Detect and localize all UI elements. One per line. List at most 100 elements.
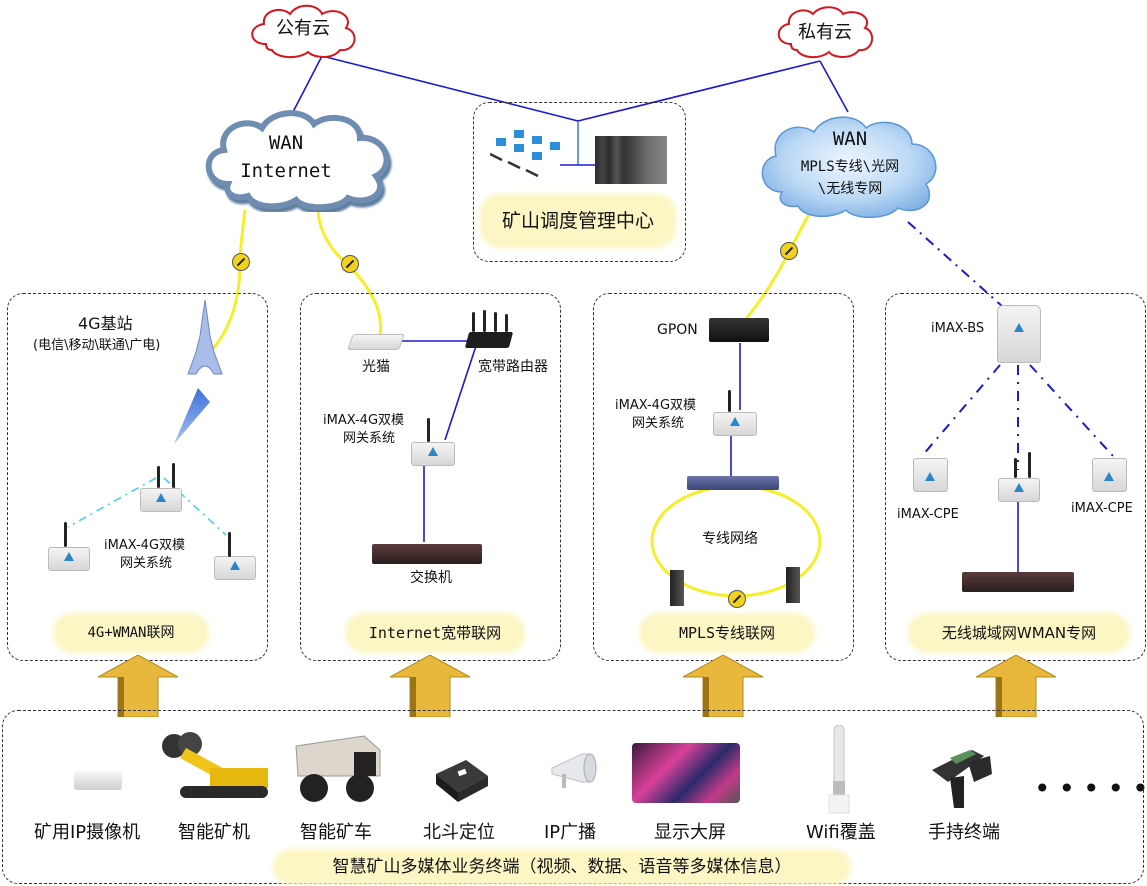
antenna-icon — [505, 314, 508, 332]
antenna-icon — [483, 310, 486, 332]
link-private-cloud-center — [577, 60, 821, 122]
modem-label: 光猫 — [362, 359, 390, 375]
panel-4g-wman-label: 4G+WMAN联网 — [56, 616, 206, 650]
gateway-label: iMAX-4G双模 — [615, 398, 697, 413]
antenna-icon — [64, 522, 67, 547]
display-screen-icon — [632, 743, 740, 803]
wan-internet-cloud-icon — [205, 110, 390, 211]
terminals-panel — [2, 710, 1144, 884]
fiber-connector-icon — [780, 242, 798, 260]
gateway-device-icon — [140, 488, 182, 512]
antenna-icon — [1028, 452, 1031, 478]
gateway-device-icon — [411, 442, 455, 466]
mining-truck-icon — [295, 735, 381, 802]
terminal-label: 智能矿车 — [300, 822, 372, 843]
gateway-device-icon — [713, 412, 757, 436]
terminal-label: 矿用IP摄像机 — [34, 822, 141, 843]
beidou-locator-icon — [436, 760, 488, 802]
panel-wman-label: 无线城域网WMAN专网 — [911, 616, 1127, 650]
bs-label: iMAX-BS — [931, 321, 985, 336]
gateway-label: iMAX-4G双模 — [104, 538, 186, 553]
wan-internet-title: WAN — [268, 132, 304, 154]
cell-tower-icon — [187, 300, 223, 375]
wan-mpls-line2: \无线专网 — [817, 181, 883, 197]
gateway-device-icon — [214, 556, 256, 580]
terminal-label: 智能矿机 — [178, 822, 250, 843]
terminal-label: 手持终端 — [928, 822, 1000, 843]
optical-modem-icon — [347, 334, 405, 350]
link-router-gateway — [444, 345, 477, 441]
private-cloud-icon — [777, 6, 874, 58]
workstations-icon — [490, 130, 560, 178]
wan-mpls-cloud-icon — [761, 116, 937, 218]
terminal-label: 显示大屏 — [654, 822, 726, 843]
control-center-panel — [473, 102, 686, 262]
cpe-left-label: iMAX-CPE — [897, 507, 959, 522]
gateway-label: 网关系统 — [120, 556, 173, 571]
private-cloud-label: 私有云 — [798, 22, 852, 43]
wireless-bs-cpe-left — [921, 364, 1001, 457]
antenna-icon — [427, 418, 430, 442]
signal-beam-icon — [174, 388, 210, 444]
ip-camera-icon — [74, 770, 122, 790]
ip-speaker-icon — [551, 753, 597, 788]
wan-mpls-line1: MPLS专线\光网 — [800, 159, 900, 175]
link-public-cloud-center — [321, 55, 579, 122]
terminal-label: IP广播 — [544, 822, 597, 843]
industrial-switch-icon — [786, 567, 800, 603]
core-switch-icon — [687, 476, 779, 490]
server-rack-icon — [595, 136, 667, 184]
router-icon — [464, 332, 514, 348]
panel-mpls-label: MPLS专线联网 — [642, 616, 812, 650]
gateway-label: 网关系统 — [632, 416, 685, 431]
antenna-icon — [172, 463, 175, 488]
antenna-icon — [1014, 458, 1017, 478]
antenna-icon — [157, 466, 160, 488]
tower-label: 4G基站 — [78, 314, 133, 333]
gateway-device-icon — [998, 478, 1040, 502]
fiber-connector-icon — [232, 253, 250, 271]
public-cloud-icon — [251, 4, 356, 58]
wireless-bs-cpe-right — [1029, 364, 1114, 457]
industrial-switch-icon — [670, 570, 684, 606]
wan-internet-subtitle: Internet — [240, 160, 332, 182]
fiber-connector-icon — [341, 255, 359, 273]
network-switch-icon — [962, 572, 1074, 592]
wan-mpls-title: WAN — [832, 128, 868, 150]
terminal-label: Wifi覆盖 — [806, 822, 876, 843]
antenna-icon — [494, 312, 497, 332]
public-cloud-label: 公有云 — [276, 18, 330, 39]
antenna-icon — [472, 312, 475, 332]
up-arrow-icon — [98, 655, 178, 717]
gpon-label: GPON — [657, 322, 698, 338]
cpe-device-icon — [913, 458, 948, 492]
cpe-right-label: iMAX-CPE — [1071, 501, 1133, 516]
up-arrow-icon — [976, 655, 1056, 717]
cpe-device-icon — [1092, 458, 1127, 492]
handheld-terminal-icon — [932, 750, 992, 808]
gateway-label: 网关系统 — [343, 431, 396, 446]
gpon-device-icon — [709, 318, 769, 342]
panel-internet — [300, 293, 561, 661]
wireless-4g-left — [67, 477, 157, 528]
more-terminals-ellipsis: •••••• — [1034, 772, 1147, 805]
mining-machine-icon — [162, 732, 268, 798]
link-private-cloud-wan — [819, 60, 849, 113]
base-station-icon — [997, 305, 1041, 363]
wifi-antenna-icon — [828, 725, 850, 814]
gateway-device-icon — [48, 547, 90, 571]
switch-label: 交换机 — [410, 570, 452, 586]
gateway-label: iMAX-4G双模 — [323, 413, 405, 428]
control-center-label: 矿山调度管理中心 — [483, 197, 673, 245]
antenna-icon — [228, 532, 231, 557]
panel-internet-label: Internet宽带联网 — [348, 616, 522, 650]
tower-carriers-label: (电信\移动\联通\广电) — [33, 338, 161, 353]
router-label: 宽带路由器 — [478, 359, 548, 375]
up-arrow-icon — [390, 655, 470, 717]
fiber-connector-icon — [728, 590, 746, 608]
network-switch-icon — [372, 544, 482, 564]
link-public-cloud-wan — [292, 55, 323, 113]
terminal-label: 北斗定位 — [423, 822, 495, 843]
ring-network-label: 专线网络 — [702, 531, 758, 547]
